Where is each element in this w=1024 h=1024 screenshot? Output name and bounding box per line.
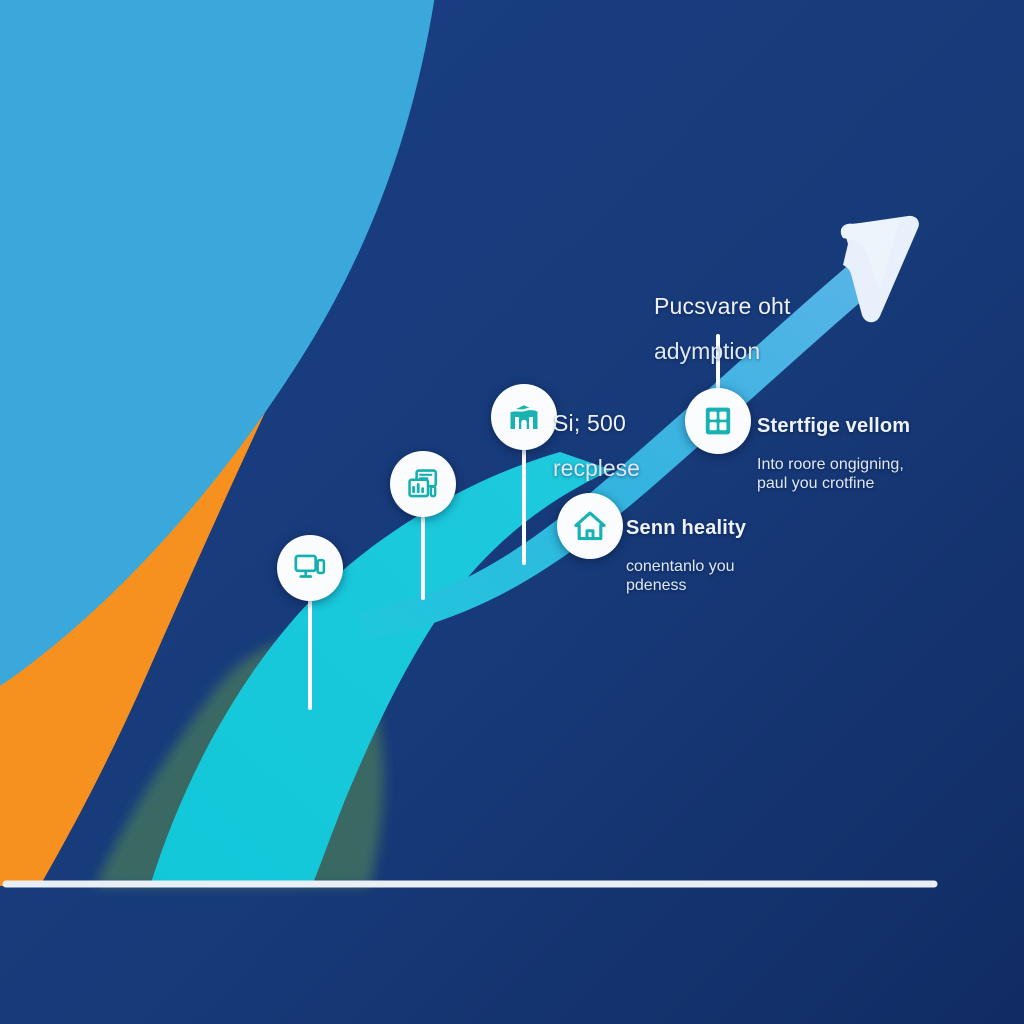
marker-monitor[interactable]	[277, 535, 343, 601]
factory-building-icon	[510, 405, 539, 429]
stem-report	[421, 516, 425, 600]
stem-monitor	[308, 600, 312, 710]
label-grid-line2: Into roore ongigning, paul you crotfine	[757, 456, 904, 492]
label-grid-line1: Stertfige vellom	[757, 414, 911, 437]
top-callout-line1: Pucsvare oht	[654, 292, 791, 319]
marker-report[interactable]	[390, 451, 456, 517]
monitor-icon	[294, 554, 326, 578]
stem-top-callout	[716, 334, 720, 392]
marker-grid[interactable]	[685, 388, 751, 454]
label-home-line1: Senn heality	[626, 516, 747, 539]
label-building-line1: Si; 500	[553, 409, 627, 436]
grid-windows-icon	[705, 407, 731, 435]
label-building-line2: recplese	[553, 454, 640, 481]
top-callout-line2: adymption	[654, 337, 761, 364]
marker-home[interactable]	[557, 493, 623, 559]
growth-curve	[360, 240, 900, 640]
label-home: Senn heality conentanlo you pdeness	[626, 498, 746, 614]
chart-document-icon	[408, 469, 438, 498]
top-callout: Pucsvare oht adymption	[654, 274, 791, 383]
growth-arrow-head-notch	[840, 219, 900, 290]
marker-building[interactable]	[491, 384, 557, 450]
light-blue-shape	[0, 0, 435, 686]
label-building: Si; 500 recplese	[553, 391, 640, 500]
label-grid: Stertfige vellom Into roore ongigning, p…	[757, 396, 910, 512]
stem-building	[522, 449, 526, 565]
house-icon	[574, 511, 606, 541]
cyan-swoosh-shape	[150, 452, 612, 886]
label-home-line2: conentanlo you pdeness	[626, 558, 735, 594]
